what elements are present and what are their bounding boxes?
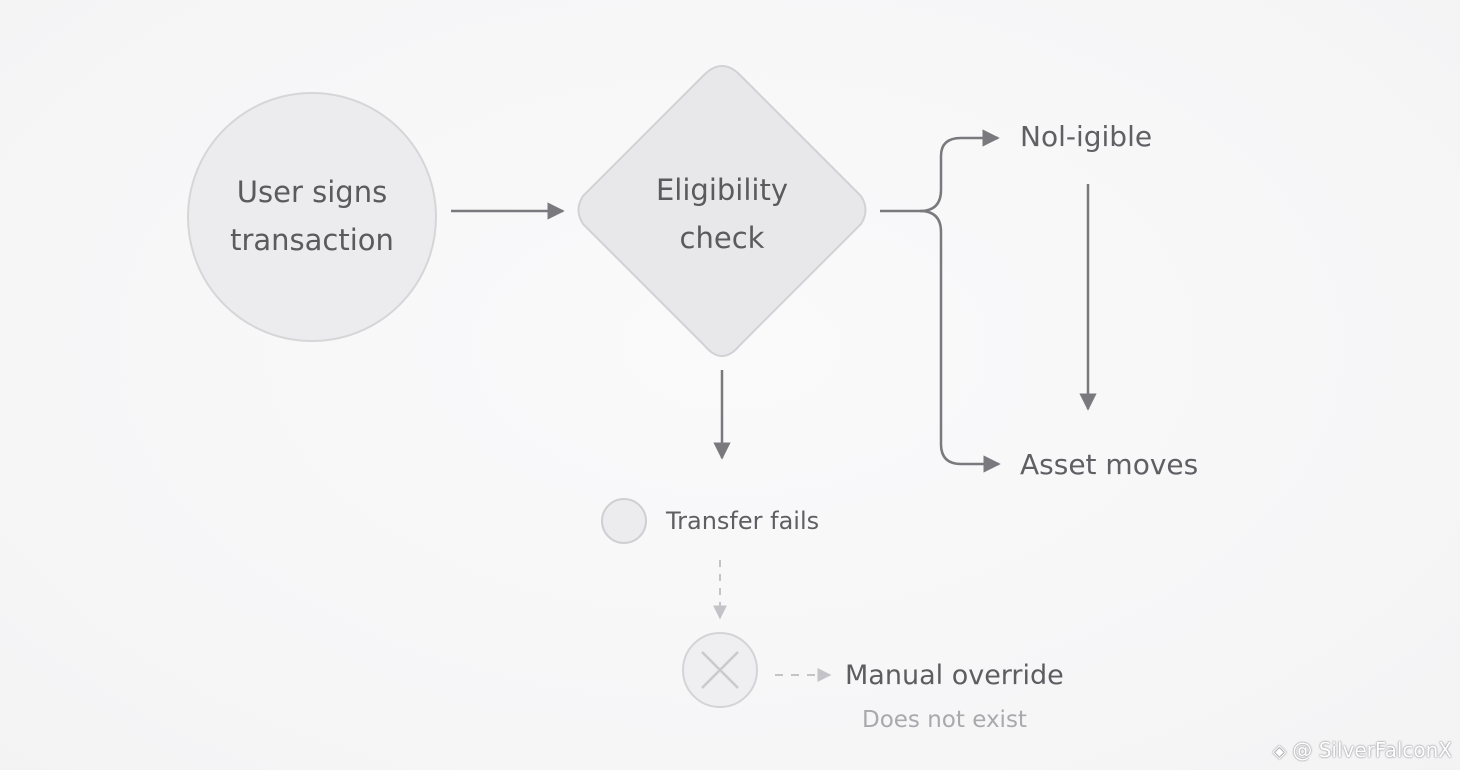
transfer-fails-label: Transfer fails [666,507,820,535]
transfer-fails-circle [601,498,647,544]
decision-node-label: Eligibility check [622,166,822,262]
manual-override-label: Manual override [845,660,1064,691]
not-eligible-label: Nol-igible [1020,120,1153,153]
binance-diamond-icon: ◈ [1272,741,1287,762]
start-node-circle [187,92,437,342]
decision-node-line1: Eligibility [655,173,788,207]
start-node-label: User signs transaction [212,168,412,264]
watermark-handle: @ SilverFalconX [1292,738,1452,762]
decision-node-diamond [577,64,867,358]
blocked-cross-icon [682,632,758,708]
watermark: ◈@ SilverFalconX [1273,738,1452,762]
branch-connector [880,129,1000,213]
start-node-line2: transaction [230,223,394,257]
manual-override-note: Does not exist [862,707,1027,733]
asset-moves-label: Asset moves [1020,448,1199,481]
start-node-line1: User signs [236,175,388,209]
decision-node-line2: check [679,221,765,255]
branch-connector-lower [919,209,1001,473]
